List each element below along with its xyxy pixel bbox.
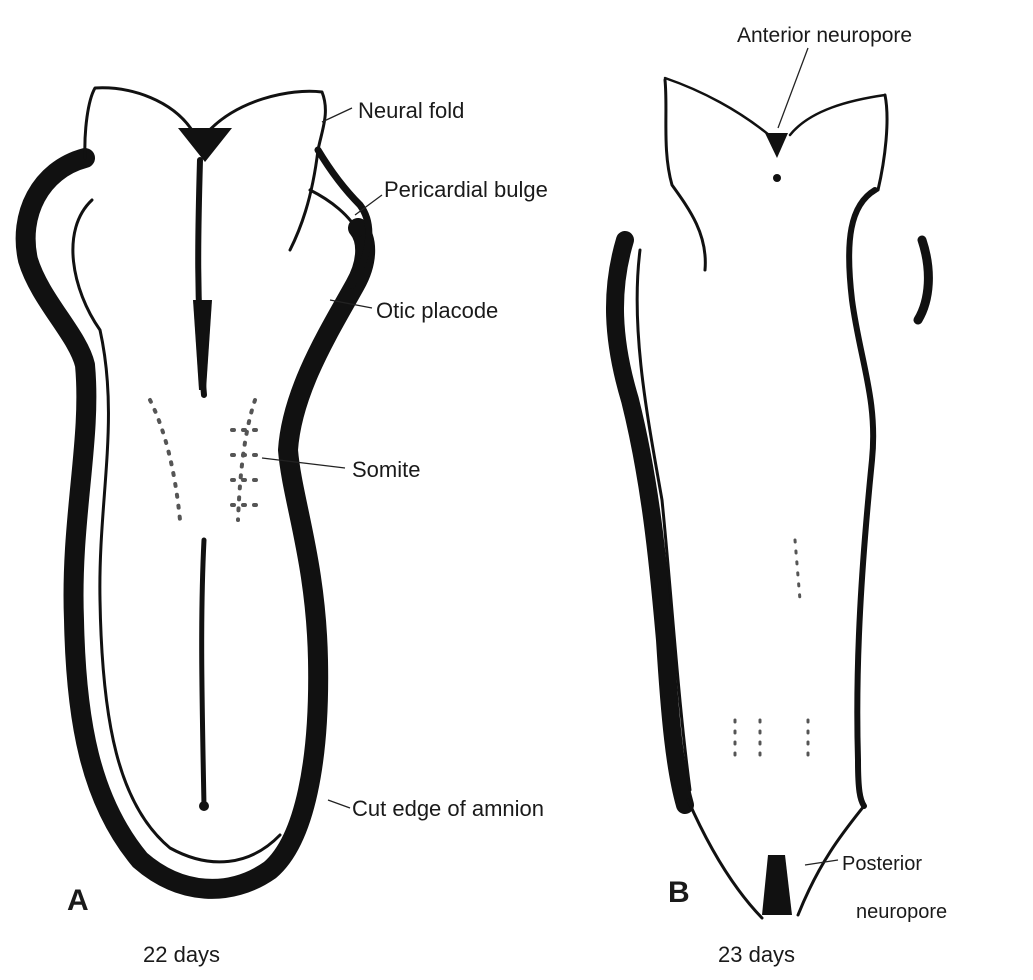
label-pericardial-bulge: Pericardial bulge: [384, 177, 548, 202]
anterior-groove: [178, 128, 232, 162]
anterior-neuropore-mark: [765, 133, 788, 158]
panel-a-caption: 22 days: [143, 942, 220, 967]
label-neural-fold: Neural fold: [358, 98, 464, 123]
embryo-b: [615, 78, 928, 918]
embryo-b-right-edge: [849, 190, 875, 806]
label-cut-edge-of-amnion: Cut edge of amnion: [352, 796, 544, 821]
panel-b-letter: B: [668, 876, 690, 909]
embryo-a: [26, 88, 369, 889]
neural-fold-left: [85, 88, 195, 158]
label-anterior-neuropore: Anterior neuropore: [737, 24, 912, 47]
neural-groove-lower: [202, 540, 204, 806]
neural-fold-right: [205, 91, 325, 250]
panel-b-caption: 23 days: [718, 942, 795, 967]
posterior-neuropore-mark: [762, 855, 792, 915]
label-posterior-neuropore-1: Posterior: [842, 853, 922, 875]
primitive-node: [199, 801, 209, 811]
pericardial-bulge-a: [318, 150, 369, 285]
embryo-a-inner-edge: [73, 200, 280, 862]
neural-groove-upper-fill: [193, 300, 212, 390]
label-posterior-neuropore-2: neuropore: [856, 901, 947, 923]
panel-a-letter: A: [67, 884, 89, 917]
label-otic-placode: Otic placode: [376, 298, 498, 323]
label-somite: Somite: [352, 457, 420, 482]
embryo-b-left-edge: [615, 240, 685, 805]
